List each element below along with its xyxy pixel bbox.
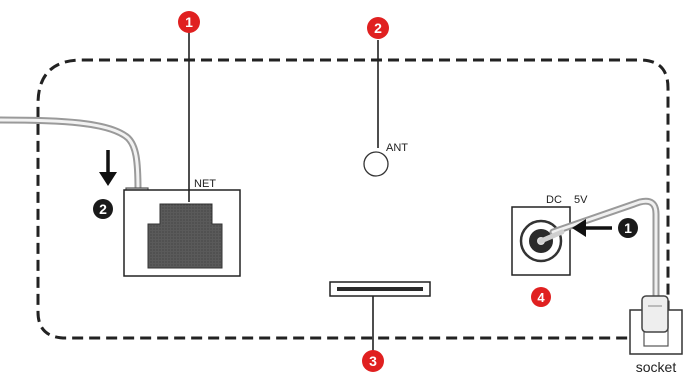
svg-text:2: 2 — [99, 201, 107, 217]
svg-text:1: 1 — [624, 220, 632, 236]
net-label: NET — [194, 178, 216, 190]
card-slot — [329, 281, 431, 297]
network-cable — [0, 116, 142, 194]
dc-label: DC — [546, 194, 562, 206]
power-adapter — [641, 295, 669, 333]
card-slot-badge: 3 — [362, 350, 384, 372]
lan-port-badge: 1 — [178, 11, 200, 33]
power-plug-tip — [538, 229, 565, 244]
insert-left-arrow-icon — [572, 219, 612, 237]
antenna-badge: 2 — [367, 17, 389, 39]
plug-step-badge: 2 — [93, 199, 113, 219]
svg-text:3: 3 — [369, 353, 377, 369]
net-port — [123, 189, 241, 277]
dc-jack-badge: 4 — [531, 287, 551, 307]
insert-down-arrow-icon — [99, 150, 117, 186]
socket-label: socket — [636, 359, 677, 375]
svg-text:1: 1 — [185, 14, 193, 30]
svg-text:4: 4 — [537, 290, 545, 305]
voltage-label: 5V — [574, 194, 588, 206]
antenna-connector — [363, 151, 389, 177]
device-outline — [36, 58, 670, 340]
ant-label: ANT — [386, 142, 408, 154]
power-cable — [549, 197, 660, 304]
svg-text:2: 2 — [374, 20, 382, 36]
power-step-badge: 1 — [618, 218, 638, 238]
